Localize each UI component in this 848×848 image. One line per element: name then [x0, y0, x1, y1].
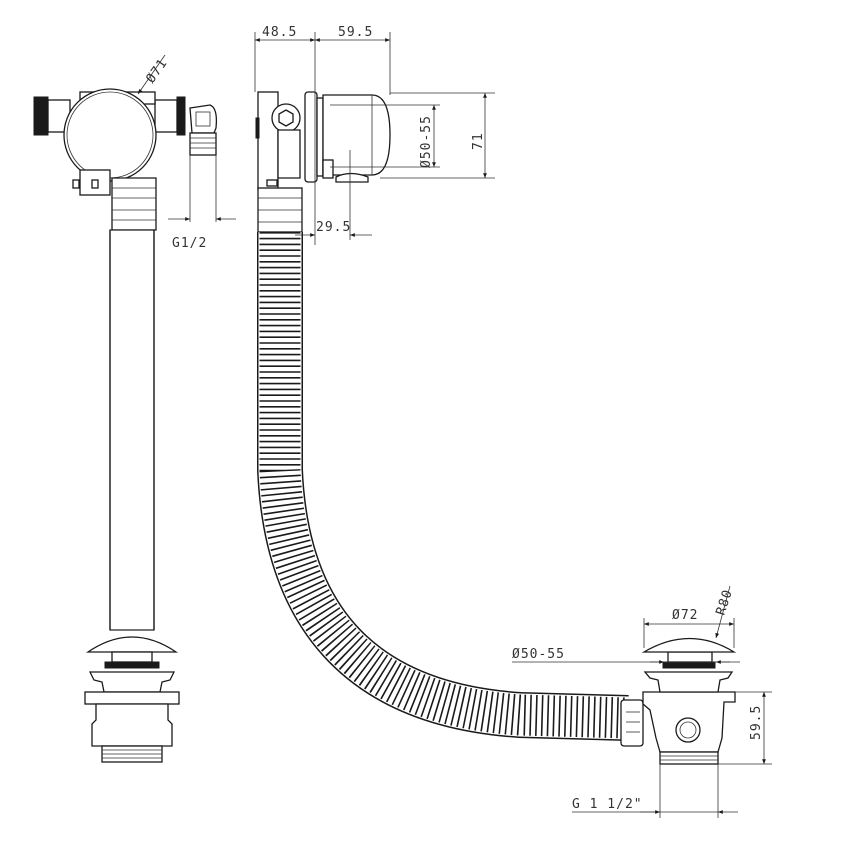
dim-waste-cap-radius: R80 [714, 585, 736, 639]
label-overflow-offset: 29.5 [316, 220, 351, 235]
label-overflow-hole-diameter: Ø50-55 [419, 115, 434, 168]
dim-overflow-height: 71 [380, 92, 495, 179]
label-overflow-depth-left: 48.5 [262, 25, 297, 40]
inlet-elbow [189, 104, 218, 156]
dim-waste-thread: G 1 1/2" [572, 764, 738, 818]
overflow-body [63, 88, 157, 196]
label-waste-cap-diameter: Ø72 [672, 608, 698, 623]
overflow-cap [322, 94, 391, 183]
right-view: 48.5 59.5 29.5 Ø50-55 71 [254, 25, 772, 818]
left-view: Ø71 G1/2 [33, 54, 236, 763]
label-waste-cap-radius: R80 [714, 587, 736, 617]
dim-overflow-offset: 29.5 [295, 150, 372, 240]
dim-overflow-diameter: Ø71 [137, 54, 171, 95]
dim-overflow-depth-right: 59.5 [315, 25, 391, 95]
overflow-bracket [255, 91, 301, 191]
overflow-flange [304, 91, 324, 183]
right-port [154, 96, 186, 136]
label-waste-thread: G 1 1/2" [572, 797, 643, 812]
curved-hose [257, 232, 629, 741]
waste-left [84, 636, 180, 763]
hose-collar-top-left [111, 177, 157, 231]
label-overflow-diameter: Ø71 [143, 56, 170, 86]
label-overflow-height: 71 [471, 132, 486, 150]
dim-inlet-thread: G1/2 [168, 155, 236, 251]
hose-collar-top-right [257, 187, 303, 233]
straight-hose [109, 229, 155, 631]
label-waste-hole-diameter: Ø50-55 [512, 647, 565, 662]
dim-overflow-depth-left: 48.5 [254, 25, 316, 245]
label-overflow-depth-right: 59.5 [338, 25, 373, 40]
waste-right [620, 637, 737, 765]
dim-waste-cap-diameter: Ø72 [643, 608, 735, 648]
label-waste-body-height: 59.5 [749, 705, 764, 740]
label-inlet-thread: G1/2 [172, 236, 207, 251]
dim-waste-hole-diameter: Ø50-55 [512, 647, 740, 664]
dim-overflow-hole-diameter: Ø50-55 [330, 104, 440, 168]
dim-waste-body-height: 59.5 [718, 691, 772, 765]
